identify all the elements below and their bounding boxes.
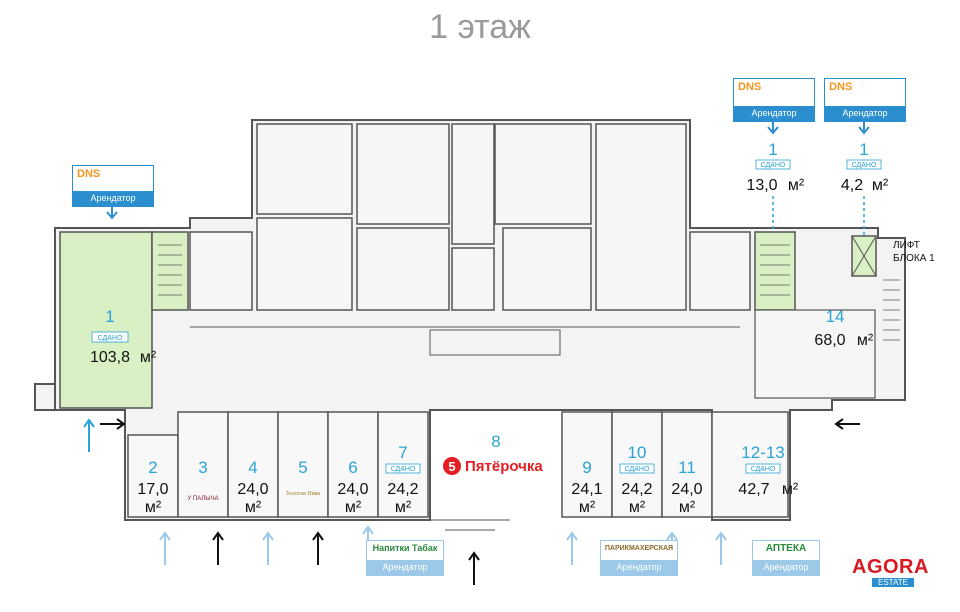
unit-10-number: 10 <box>628 443 647 462</box>
dns-logo: DNS <box>829 81 853 93</box>
tenant-label: Арендатор <box>73 191 153 206</box>
unit-1c-area: 4,2 <box>841 177 863 194</box>
tenant-label: Арендатор <box>734 106 814 121</box>
unit-7-status: СДАНО <box>391 466 416 473</box>
tenant-apteka: АПТЕКА Арендатор <box>752 540 820 576</box>
lift-label-1: ЛИФТ <box>893 240 920 251</box>
unit-2-number: 2 <box>148 458 157 477</box>
unit-1c-status: СДАНО <box>852 162 877 169</box>
unit-7-area: 24,2 <box>387 481 418 498</box>
unit-1-status: СДАНО <box>98 335 123 342</box>
pyaterochka-logo: Пятёрочка <box>465 458 543 475</box>
unit-1b-status: СДАНО <box>761 162 786 169</box>
unit-10-m2: м² <box>629 499 646 516</box>
unit-1-m2: м² <box>140 349 157 366</box>
unit-12-13-m2: м² <box>782 481 799 498</box>
stairs <box>158 244 900 341</box>
entrance-arrows <box>83 418 860 585</box>
u-palycha-logo: У ПАЛЫЧА <box>187 496 218 502</box>
pyaterochka-mark-icon <box>443 457 461 475</box>
unit-1b-number: 1 <box>768 140 777 159</box>
unit-14-room <box>754 309 876 399</box>
unit-5-number: 5 <box>298 458 307 477</box>
hairdresser-logo: ПАРИКМАХЕРСКАЯ <box>604 545 674 552</box>
tenant-dns-left: DNS Арендатор <box>72 165 154 207</box>
unit-8-number: 8 <box>491 432 500 451</box>
unit-10-status: СДАНО <box>625 466 650 473</box>
tabak-logo: Напитки Табак <box>372 543 438 553</box>
unit-12-13-number: 12-13 <box>741 443 784 462</box>
unit-1b-area: 13,0 <box>746 177 777 194</box>
unit-3-number: 3 <box>198 458 207 477</box>
stair-left <box>151 231 189 311</box>
dns-logo: DNS <box>738 81 762 93</box>
unit-1-fill <box>59 231 153 409</box>
floor-title: 1 этаж <box>429 8 531 46</box>
tenant-label: Арендатор <box>753 560 819 575</box>
unit-6-number: 6 <box>348 458 357 477</box>
pyaterochka-mark-text: 5 <box>448 459 455 474</box>
bottom-units <box>127 411 789 518</box>
top-rooms <box>189 123 751 311</box>
unit-7-number: 7 <box>398 443 407 462</box>
unit-4-m2: м² <box>245 499 262 516</box>
unit-6-area: 24,0 <box>337 481 368 498</box>
unit-14-m2: м² <box>857 332 874 349</box>
tenant-tabak: Напитки Табак Арендатор <box>366 540 444 576</box>
unit-9-number: 9 <box>582 458 591 477</box>
unit-10-area: 24,2 <box>621 481 652 498</box>
unit-9-area: 24,1 <box>571 481 602 498</box>
agora-logo: AGORA <box>852 556 929 578</box>
unit-11-area: 24,0 <box>671 481 702 498</box>
unit-1b-fill <box>754 231 796 311</box>
unit-12-13-area: 42,7 <box>738 481 769 498</box>
unit-11-m2: м² <box>679 499 696 516</box>
estate-logo: ESTATE <box>872 578 914 587</box>
dns-logo: DNS <box>77 168 101 180</box>
unit-1-area: 103,8 <box>90 349 130 366</box>
unit-12-13-status: СДАНО <box>751 466 776 473</box>
unit-1c-m2: м² <box>872 177 889 194</box>
tenant-label: Арендатор <box>601 560 677 575</box>
tenant-label: Арендатор <box>825 106 905 121</box>
unit-6-m2: м² <box>345 499 362 516</box>
unit-14-area: 68,0 <box>814 332 845 349</box>
unit-1-number: 1 <box>105 307 114 326</box>
unit-14-number: 14 <box>826 307 845 326</box>
unit-1c-number: 1 <box>859 140 868 159</box>
unit-1b-m2: м² <box>788 177 805 194</box>
unit-7-m2: м² <box>395 499 412 516</box>
unit-2-area: 17,0 <box>137 481 168 498</box>
zolotaya-niva-logo: Золотая Нива <box>286 491 321 497</box>
unit-4-area: 24,0 <box>237 481 268 498</box>
unit-9-m2: м² <box>579 499 596 516</box>
unit-11-number: 11 <box>678 458 696 477</box>
tenant-dns-mid: DNS Арендатор <box>733 78 815 122</box>
tenant-dns-right: DNS Арендатор <box>824 78 906 122</box>
apteka-logo: АПТЕКА <box>765 543 807 554</box>
unit-2-m2: м² <box>145 499 162 516</box>
lift-label-2: БЛОКА 1 <box>893 253 935 264</box>
unit-4-number: 4 <box>248 458 257 477</box>
corridor <box>190 326 740 531</box>
tenant-hairdresser: ПАРИКМАХЕРСКАЯ Арендатор <box>600 540 678 576</box>
tenant-label: Арендатор <box>367 560 443 575</box>
